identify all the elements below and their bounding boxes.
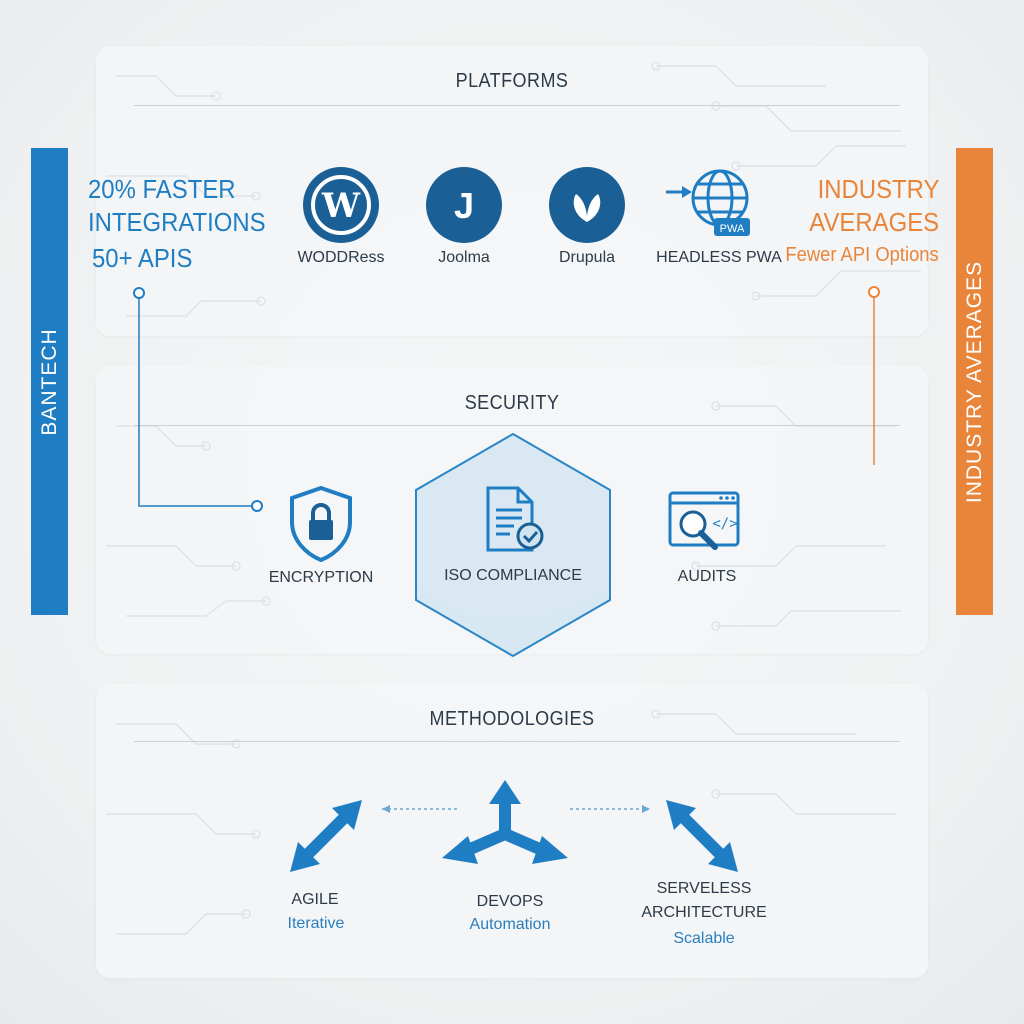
methodologies-title: METHODOLOGIES [429,708,595,730]
stat-integrations-line: INTEGRATIONS [88,207,266,237]
method-label-serverless: SERVELESS [656,880,752,897]
shield-lock-icon [290,485,352,563]
pwa-badge-text: PWA [720,223,745,235]
fewer-api-options: Fewer API Options [785,244,939,266]
security-panel: SECURITY ENCRYPTION ISO COMPLIANCE </> A… [96,366,928,658]
drupal-leaf-icon [549,167,625,243]
platforms-divider [134,105,900,106]
wordpress-glyph: W [321,186,361,226]
industry-line: INDUSTRY [817,174,939,204]
wordpress-icon: W [303,167,379,243]
platform-label-joomla: Joolma [438,249,490,266]
method-sub-serverless: Scalable [673,930,735,947]
joomla-glyph: J [454,185,474,226]
three-way-arrows-icon [442,780,568,864]
industry-connector-dot [868,286,880,298]
security-label-encryption: ENCRYPTION [268,569,374,586]
connector-devops-serverless [570,805,650,813]
stat-apis-line: 50+ APIS [92,243,193,273]
security-label-iso-compliance: ISO COMPLIANCE [444,567,582,584]
method-sub-devops: Automation [469,916,551,933]
browser-magnifier-icon: </> [668,491,740,550]
platforms-panel: PLATFORMS W WODDRess J Joolma Drupula PW… [96,46,928,336]
iso-compliance-hexagon [415,432,611,658]
platforms-title: PLATFORMS [455,70,569,92]
document-check-icon [486,486,544,552]
platform-label-drupal: Drupula [558,249,616,266]
bantech-connector-end-dot [251,500,263,512]
methodologies-divider [134,741,900,742]
method-sub-agile: Iterative [287,915,345,932]
security-title: SECURITY [464,392,560,414]
bantech-connector-line [138,293,256,507]
bantech-side-bar: BANTECH [31,148,68,615]
industry-averages-side-bar: INDUSTRY AVERAGES [956,148,993,615]
platform-label-wordpress: WODDRess [297,249,385,266]
platform-label-headless-pwa: HEADLESS PWA [656,249,782,266]
method-label-architecture: ARCHITECTURE [641,904,767,921]
connector-agile-devops [382,805,458,813]
diagonal-arrows-icon [666,800,738,872]
bantech-connector-start-dot [133,287,145,299]
stat-faster-line: 20% FASTER [88,174,236,204]
method-label-agile: AGILE [291,891,339,908]
globe-pwa-icon: PWA [666,169,750,236]
methodologies-panel: METHODOLOGIES AGILE Iterative DEVOPS Aut… [96,684,928,978]
joomla-icon: J [426,167,502,243]
method-label-devops: DEVOPS [476,893,544,910]
diagonal-arrows-icon [290,800,362,872]
security-label-audits: AUDITS [677,568,737,585]
averages-line: AVERAGES [809,207,939,237]
security-divider [134,425,900,426]
audits-code-glyph: </> [712,516,737,532]
